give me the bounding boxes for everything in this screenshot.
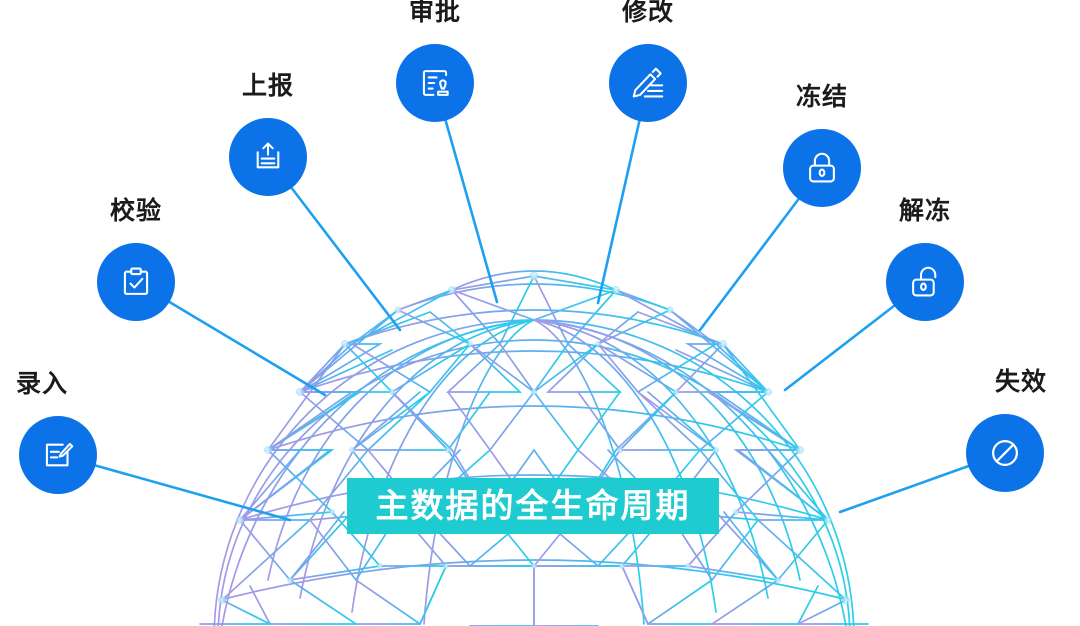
lock-closed-icon (809, 152, 835, 183)
lifecycle-node-submit-label: 上报 (241, 72, 294, 100)
pencil-lines-icon (632, 67, 664, 98)
prohibited-icon (992, 440, 1018, 466)
lifecycle-node-entry-bubble[interactable] (19, 416, 97, 494)
lifecycle-node-unfreeze-bubble[interactable] (886, 243, 964, 321)
lifecycle-node-unfreeze-label: 解冻 (898, 197, 951, 225)
lifecycle-node-modify-bubble[interactable] (609, 44, 687, 122)
clipboard-check-icon (123, 267, 149, 295)
lock-open-icon (912, 266, 937, 297)
lifecycle-node-approval-bubble[interactable] (396, 44, 474, 122)
upload-tray-icon (256, 142, 280, 169)
lifecycle-banner: 主数据的全生命周期 (347, 478, 719, 534)
lifecycle-node-freeze-label: 冻结 (795, 83, 848, 111)
lifecycle-node-verify-label: 校验 (109, 197, 162, 225)
lifecycle-node-freeze-bubble[interactable] (783, 129, 861, 207)
lifecycle-node-verify-bubble[interactable] (97, 243, 175, 321)
lifecycle-node-entry-label: 录入 (16, 370, 69, 398)
lifecycle-node-submit-bubble[interactable] (229, 118, 307, 196)
lifecycle-node-invalidate-label: 失效 (994, 368, 1047, 396)
document-pencil-icon (45, 442, 74, 467)
document-stamp-icon (422, 70, 449, 96)
lifecycle-node-approval-label: 审批 (408, 0, 461, 26)
lifecycle-banner-text: 主数据的全生命周期 (375, 487, 691, 524)
lifecycle-node-invalidate-bubble[interactable] (966, 414, 1044, 492)
lifecycle-node-modify-label: 修改 (621, 0, 674, 26)
